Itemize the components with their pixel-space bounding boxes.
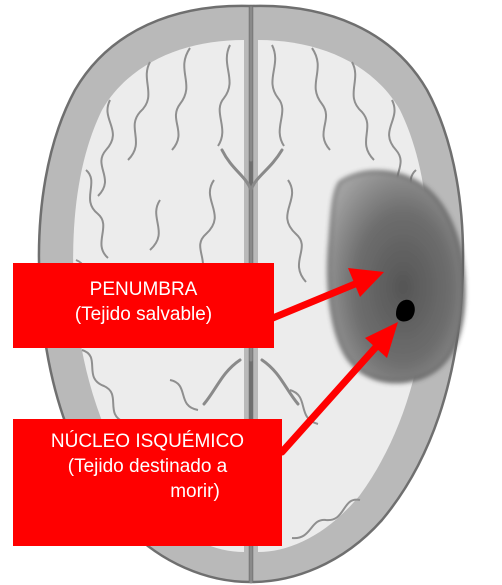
nucleo-line3: morir)	[13, 479, 282, 504]
penumbra-subtitle: (Tejido salvable)	[13, 302, 274, 327]
nucleo-line2: (Tejido destinado a	[13, 454, 282, 479]
penumbra-label-box: PENUMBRA (Tejido salvable)	[13, 263, 274, 348]
nucleo-label-box: NÚCLEO ISQUÉMICO (Tejido destinado a mor…	[13, 419, 282, 546]
penumbra-title: PENUMBRA	[13, 277, 274, 302]
nucleo-title: NÚCLEO ISQUÉMICO	[13, 429, 282, 454]
